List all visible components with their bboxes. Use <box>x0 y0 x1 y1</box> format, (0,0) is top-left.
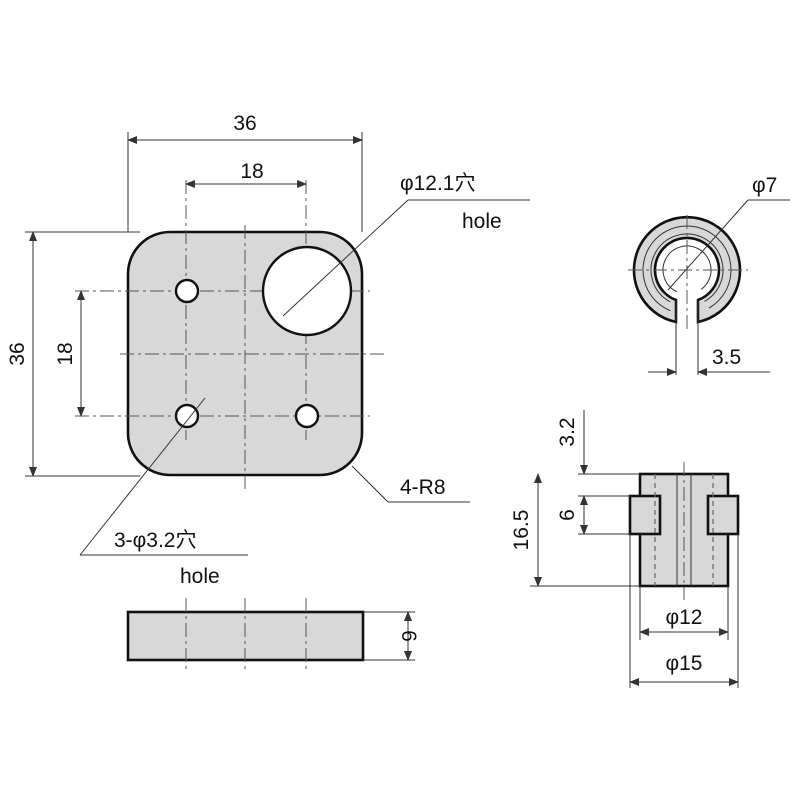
ring-inner <box>662 245 712 295</box>
small-hole-bottom-right <box>294 403 320 429</box>
dim-slit-width-label: 3.5 <box>712 346 741 369</box>
ring-top-view: 3.5 φ7 <box>628 174 790 376</box>
callout-small-holes: 3-φ3.2穴 hole <box>79 397 248 588</box>
bushing-side-view: 3.2 6 16.5 φ12 φ15 <box>510 410 740 688</box>
dim-hole-pitch-x-label: 18 <box>240 160 263 183</box>
dim-mid-height-label: 6 <box>556 509 579 521</box>
dim-width-overall: 36 <box>127 112 363 232</box>
plate-side-view: 6 <box>126 598 420 672</box>
callout-corner-radius-label: 4-R8 <box>400 476 446 499</box>
dim-outer-diameter-label: φ15 <box>666 652 703 675</box>
dim-width-overall-label: 36 <box>233 112 256 135</box>
dim-hole-pitch-y-label: 18 <box>54 342 77 365</box>
plate-top-view <box>75 180 385 490</box>
dim-inner-diameter-label: φ12 <box>666 606 703 629</box>
callout-big-hole-label: φ12.1穴 <box>400 172 476 195</box>
callout-big-hole-label-en: hole <box>462 210 502 233</box>
callout-small-holes-label: 3-φ3.2穴 <box>114 529 196 552</box>
dim-ring-diameter-label: φ7 <box>752 174 777 197</box>
ring-mid-1 <box>642 225 732 315</box>
callout-small-holes-label-en: hole <box>180 565 220 588</box>
dim-hole-pitch-y: 18 <box>54 290 85 417</box>
small-hole-top-left <box>174 278 200 304</box>
ring-outer <box>632 215 742 324</box>
ring-mid-2 <box>650 233 724 307</box>
dim-height-overall-label: 36 <box>6 342 29 365</box>
dim-height-overall: 36 <box>6 231 140 477</box>
dim-overall-height-label: 16.5 <box>510 510 533 551</box>
big-hole <box>261 245 353 337</box>
callout-corner-radius: 4-R8 <box>351 465 470 503</box>
dim-thickness-label: 6 <box>397 630 420 642</box>
dim-top-height-label: 3.2 <box>556 417 579 446</box>
dim-hole-pitch-x: 18 <box>185 160 307 188</box>
callout-big-hole: φ12.1穴 hole <box>282 172 530 317</box>
small-hole-bottom-left <box>174 403 200 429</box>
